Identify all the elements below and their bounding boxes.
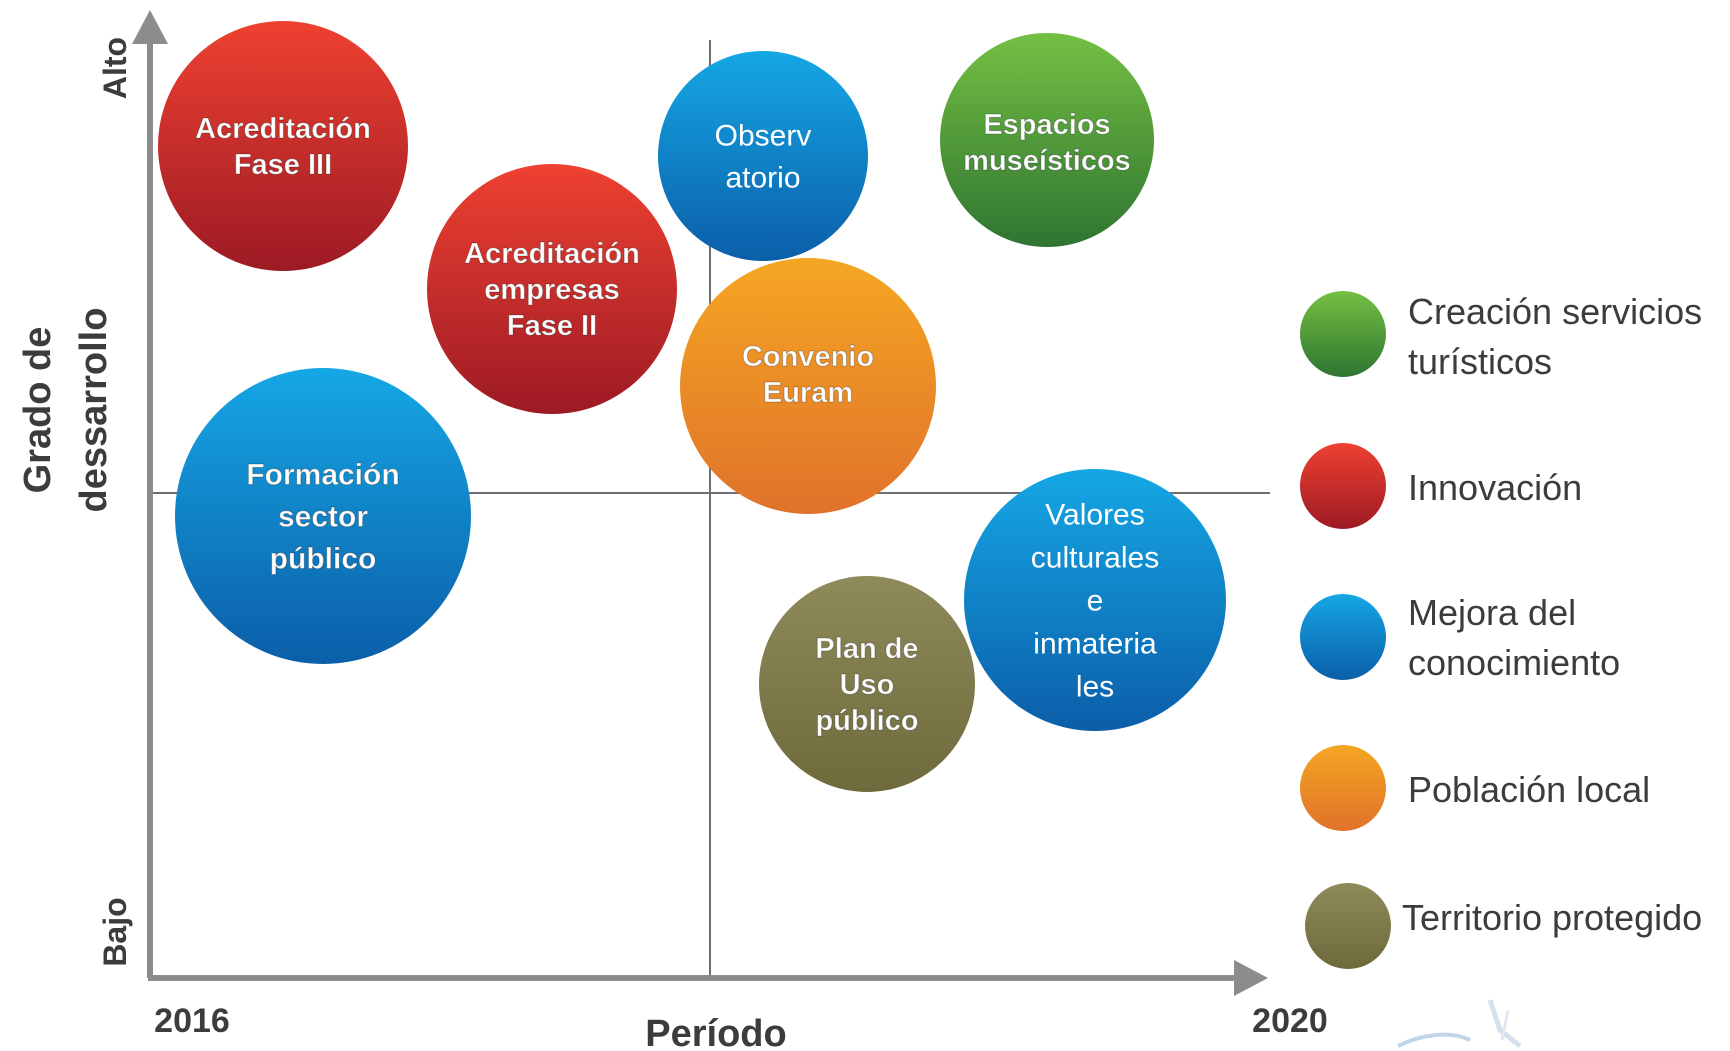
bubble-label-line: Espacios	[983, 109, 1110, 141]
legend-label-line: Innovación	[1408, 467, 1582, 508]
bubble-label-line: Formación	[246, 459, 399, 492]
legend-item-turismo: Creación servicios turísticos	[1300, 291, 1702, 382]
y-axis-title-line1: Grado de	[17, 327, 59, 494]
bubble-label-line: inmateria	[1033, 628, 1157, 661]
legend-item-conocimiento: Mejora del conocimiento	[1300, 592, 1620, 683]
bubble-formacion-sector-publico: Formación sector público	[175, 368, 471, 664]
legend-swatch	[1300, 594, 1386, 680]
bubble-label-line: Uso	[840, 669, 895, 701]
x-axis-start-label: 2016	[154, 1002, 230, 1040]
bubble-label-line: público	[270, 543, 377, 576]
legend-label-line: Mejora del	[1408, 592, 1576, 633]
bubble-plan-uso-publico: Plan de Uso público	[759, 576, 975, 792]
bubble-label-line: museísticos	[963, 145, 1131, 177]
logo-mark	[1397, 999, 1522, 1048]
legend-swatch	[1300, 291, 1386, 377]
bubble-espacios-museisticos: Espacios museísticos	[940, 33, 1154, 247]
legend-label-line: Territorio protegido	[1402, 897, 1702, 938]
bubble-label-line: Plan de	[815, 633, 918, 665]
bubble-label-line: Euram	[763, 377, 853, 409]
bubble-observatorio: Observ atorio	[658, 51, 868, 261]
bubble-circle	[680, 258, 936, 514]
legend-item-poblacion: Población local	[1300, 745, 1650, 831]
legend-swatch	[1300, 745, 1386, 831]
bubble-label-line: empresas	[484, 274, 619, 306]
legend-item-innovacion: Innovación	[1300, 443, 1582, 529]
bubble-circle	[427, 164, 677, 414]
legend-swatch	[1300, 443, 1386, 529]
bubble-circle	[175, 368, 471, 664]
bubble-label-line: sector	[278, 501, 368, 534]
legend-label-line: Población local	[1408, 769, 1650, 810]
bubble-label-line: Acreditación	[464, 238, 640, 270]
y-axis-low-label: Bajo	[97, 897, 133, 966]
x-axis-title: Período	[645, 1013, 786, 1051]
bubble-label-line: Valores	[1045, 499, 1145, 532]
legend: Creación servicios turísticosInnovaciónMe…	[1300, 291, 1702, 969]
legend-label-line: conocimiento	[1408, 642, 1620, 683]
bubble-label-line: culturales	[1031, 542, 1159, 575]
y-axis-high-label: Alto	[97, 37, 133, 99]
x-axis-arrow	[1234, 960, 1268, 996]
bubble-circle	[158, 21, 408, 271]
bubble-circle	[658, 51, 868, 261]
bubble-label-line: Acreditación	[195, 113, 371, 145]
legend-label-line: turísticos	[1408, 341, 1552, 382]
bubble-circle	[759, 576, 975, 792]
bubble-valores-culturales: Valores culturales e inmateria les	[964, 469, 1226, 731]
y-axis-title-line2: dessarrollo	[73, 308, 115, 513]
bubble-label-line: Convenio	[742, 341, 874, 373]
bubble-label-line: Fase III	[234, 149, 332, 181]
bubble-label-line: público	[815, 705, 918, 737]
bubble-circle	[940, 33, 1154, 247]
x-axis-end-label: 2020	[1252, 1002, 1328, 1040]
bubble-label-line: les	[1076, 671, 1114, 704]
legend-label-line: Creación servicios	[1408, 291, 1702, 332]
bubble-label-line: Observ	[715, 120, 812, 153]
bubble-label-line: e	[1087, 585, 1104, 618]
y-axis-arrow	[132, 10, 168, 44]
bubble-circle	[964, 469, 1226, 731]
legend-item-territorio: Territorio protegido	[1305, 883, 1702, 969]
legend-swatch	[1305, 883, 1391, 969]
bubble-label-line: atorio	[725, 162, 800, 195]
bubble-label-line: Fase II	[507, 310, 597, 342]
